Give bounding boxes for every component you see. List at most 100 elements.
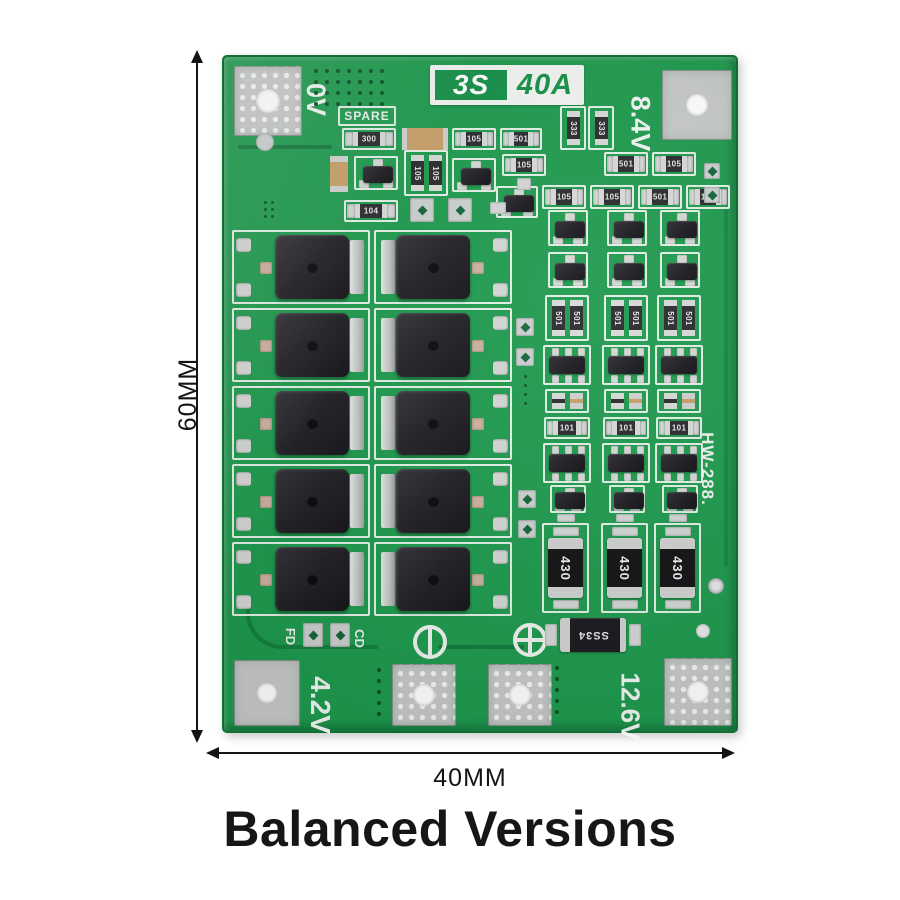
test-dot <box>325 91 329 95</box>
ic-body <box>608 356 644 374</box>
via-dot <box>696 624 710 638</box>
transistor-pad <box>565 255 575 263</box>
ic-pin <box>552 375 559 383</box>
resistor-pad <box>607 156 613 172</box>
smd-resistor: 101 <box>544 417 590 439</box>
test-dot <box>358 69 362 73</box>
resistor-pad <box>665 527 691 536</box>
smd-resistor: 501 <box>500 128 542 150</box>
x-pad <box>518 520 536 538</box>
resistor-pad <box>387 204 395 218</box>
resistor-body: 501 <box>647 189 673 205</box>
transistor-pad <box>612 236 622 244</box>
ic-body <box>661 356 697 374</box>
sot23-transistor <box>609 485 645 513</box>
transistor-body <box>555 492 585 509</box>
mosfet-pad <box>236 517 258 531</box>
mosfet <box>232 386 370 460</box>
ic-pin <box>624 348 631 356</box>
screw-joint-dot <box>708 578 724 594</box>
resistor-pad <box>687 156 693 172</box>
smd-resistor: 105 <box>542 185 586 209</box>
height-dimension-arrow-top <box>191 50 203 63</box>
mosfet-tab <box>381 318 395 372</box>
resistor-body: 333 <box>595 111 608 145</box>
solder-pad <box>669 514 687 522</box>
resistor-body: 105 <box>661 156 687 172</box>
resistor-body: 105 <box>551 189 577 205</box>
model-badge: 3S 40A <box>430 65 584 105</box>
test-dot <box>369 80 373 84</box>
mosfet-pad <box>486 316 508 330</box>
resistor-pad <box>345 132 353 146</box>
resistor-pad <box>665 600 691 609</box>
mosfet-pad <box>486 283 508 297</box>
smd-resistor: 104 <box>344 200 398 222</box>
ic-pin <box>664 446 671 454</box>
ic-pin <box>637 348 644 356</box>
resistor-body: 501 <box>664 300 677 336</box>
plus-bar-h <box>517 638 543 642</box>
smd-resistor: 105 <box>502 154 546 176</box>
label-12v6: 12.6V <box>615 672 646 740</box>
mosfet <box>374 230 512 304</box>
caption-text: Balanced Versions <box>223 801 677 857</box>
transistor-pad <box>685 278 695 286</box>
smd-capacitor-pair <box>545 389 589 413</box>
mosfet-tab <box>350 474 364 528</box>
test-dot <box>555 699 559 703</box>
transistor-body <box>461 168 491 185</box>
test-dot <box>264 215 267 218</box>
label-4v2: 4.2V <box>305 676 337 734</box>
test-dot <box>271 215 274 218</box>
x-pad <box>410 198 434 222</box>
ic-pin <box>690 446 697 454</box>
capacitor-body <box>629 393 642 409</box>
test-dot <box>347 102 351 106</box>
resistor-body: 501 <box>552 300 565 336</box>
transistor-pad <box>665 236 675 244</box>
transistor-body <box>614 263 644 280</box>
ic-body <box>661 454 697 472</box>
test-dot <box>369 91 373 95</box>
mosfet-pad <box>486 517 508 531</box>
transistor-pad <box>624 213 634 221</box>
transistor-pad <box>553 278 563 286</box>
smd-capacitor-pair <box>604 389 648 413</box>
transistor-pad <box>359 180 369 188</box>
ic-pin <box>552 473 559 481</box>
mosfet-body <box>396 391 470 455</box>
mosfet-tab <box>381 240 395 294</box>
resistor-pad <box>612 527 638 536</box>
solder-pad <box>517 178 531 190</box>
transistor-pad <box>383 180 393 188</box>
resistor-marking: 430 <box>616 555 632 581</box>
ic-pin <box>611 375 618 383</box>
test-dot <box>380 69 384 73</box>
resistor-body: 105 <box>411 155 424 191</box>
test-dot <box>347 91 351 95</box>
smd-resistor: 101 <box>656 417 702 439</box>
ic-pin <box>611 446 618 454</box>
ic-pin <box>624 375 631 383</box>
mosfet-body <box>396 235 470 299</box>
x-pad <box>518 490 536 508</box>
sot23-transistor <box>662 485 698 513</box>
resistor-body: 501 <box>509 132 533 146</box>
mosfet-pad <box>260 262 272 274</box>
test-dot <box>271 208 274 211</box>
resistor-body: 105 <box>429 155 442 191</box>
pcb-trace <box>238 145 332 149</box>
mosfet-body <box>396 469 470 533</box>
mosfet <box>232 308 370 382</box>
resistor-pad <box>659 421 665 435</box>
resistor-pad <box>553 600 579 609</box>
transistor-body <box>614 221 644 238</box>
transistor-pad <box>471 161 481 169</box>
soic-ic <box>655 443 703 483</box>
diode-ss34: SS34 <box>560 618 626 652</box>
ic-body <box>549 356 585 374</box>
test-dot <box>358 102 362 106</box>
mosfet-body <box>275 313 349 377</box>
